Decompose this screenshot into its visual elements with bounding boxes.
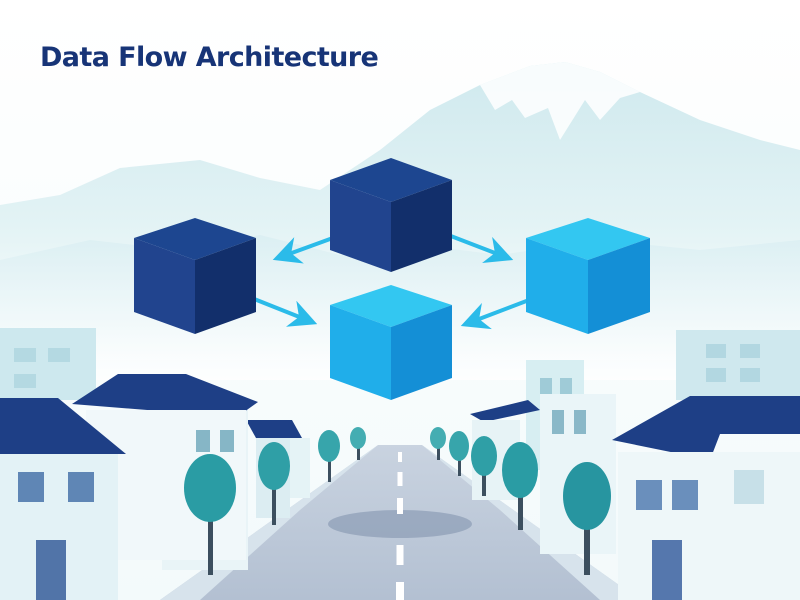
right-buildings [470, 394, 800, 600]
node-right [526, 218, 650, 334]
tree [502, 442, 538, 530]
page-title: Data Flow Architecture [40, 42, 379, 73]
road-shadow [328, 510, 472, 538]
node-bottom [330, 285, 452, 400]
node-top [330, 158, 452, 272]
tree [318, 430, 340, 482]
tree [449, 431, 469, 476]
tree [350, 427, 366, 460]
tree [430, 427, 446, 460]
node-left [134, 218, 256, 334]
tree [471, 436, 497, 496]
tree [258, 442, 290, 525]
street-trees [184, 427, 611, 575]
tree [563, 462, 611, 575]
tree [184, 454, 236, 575]
